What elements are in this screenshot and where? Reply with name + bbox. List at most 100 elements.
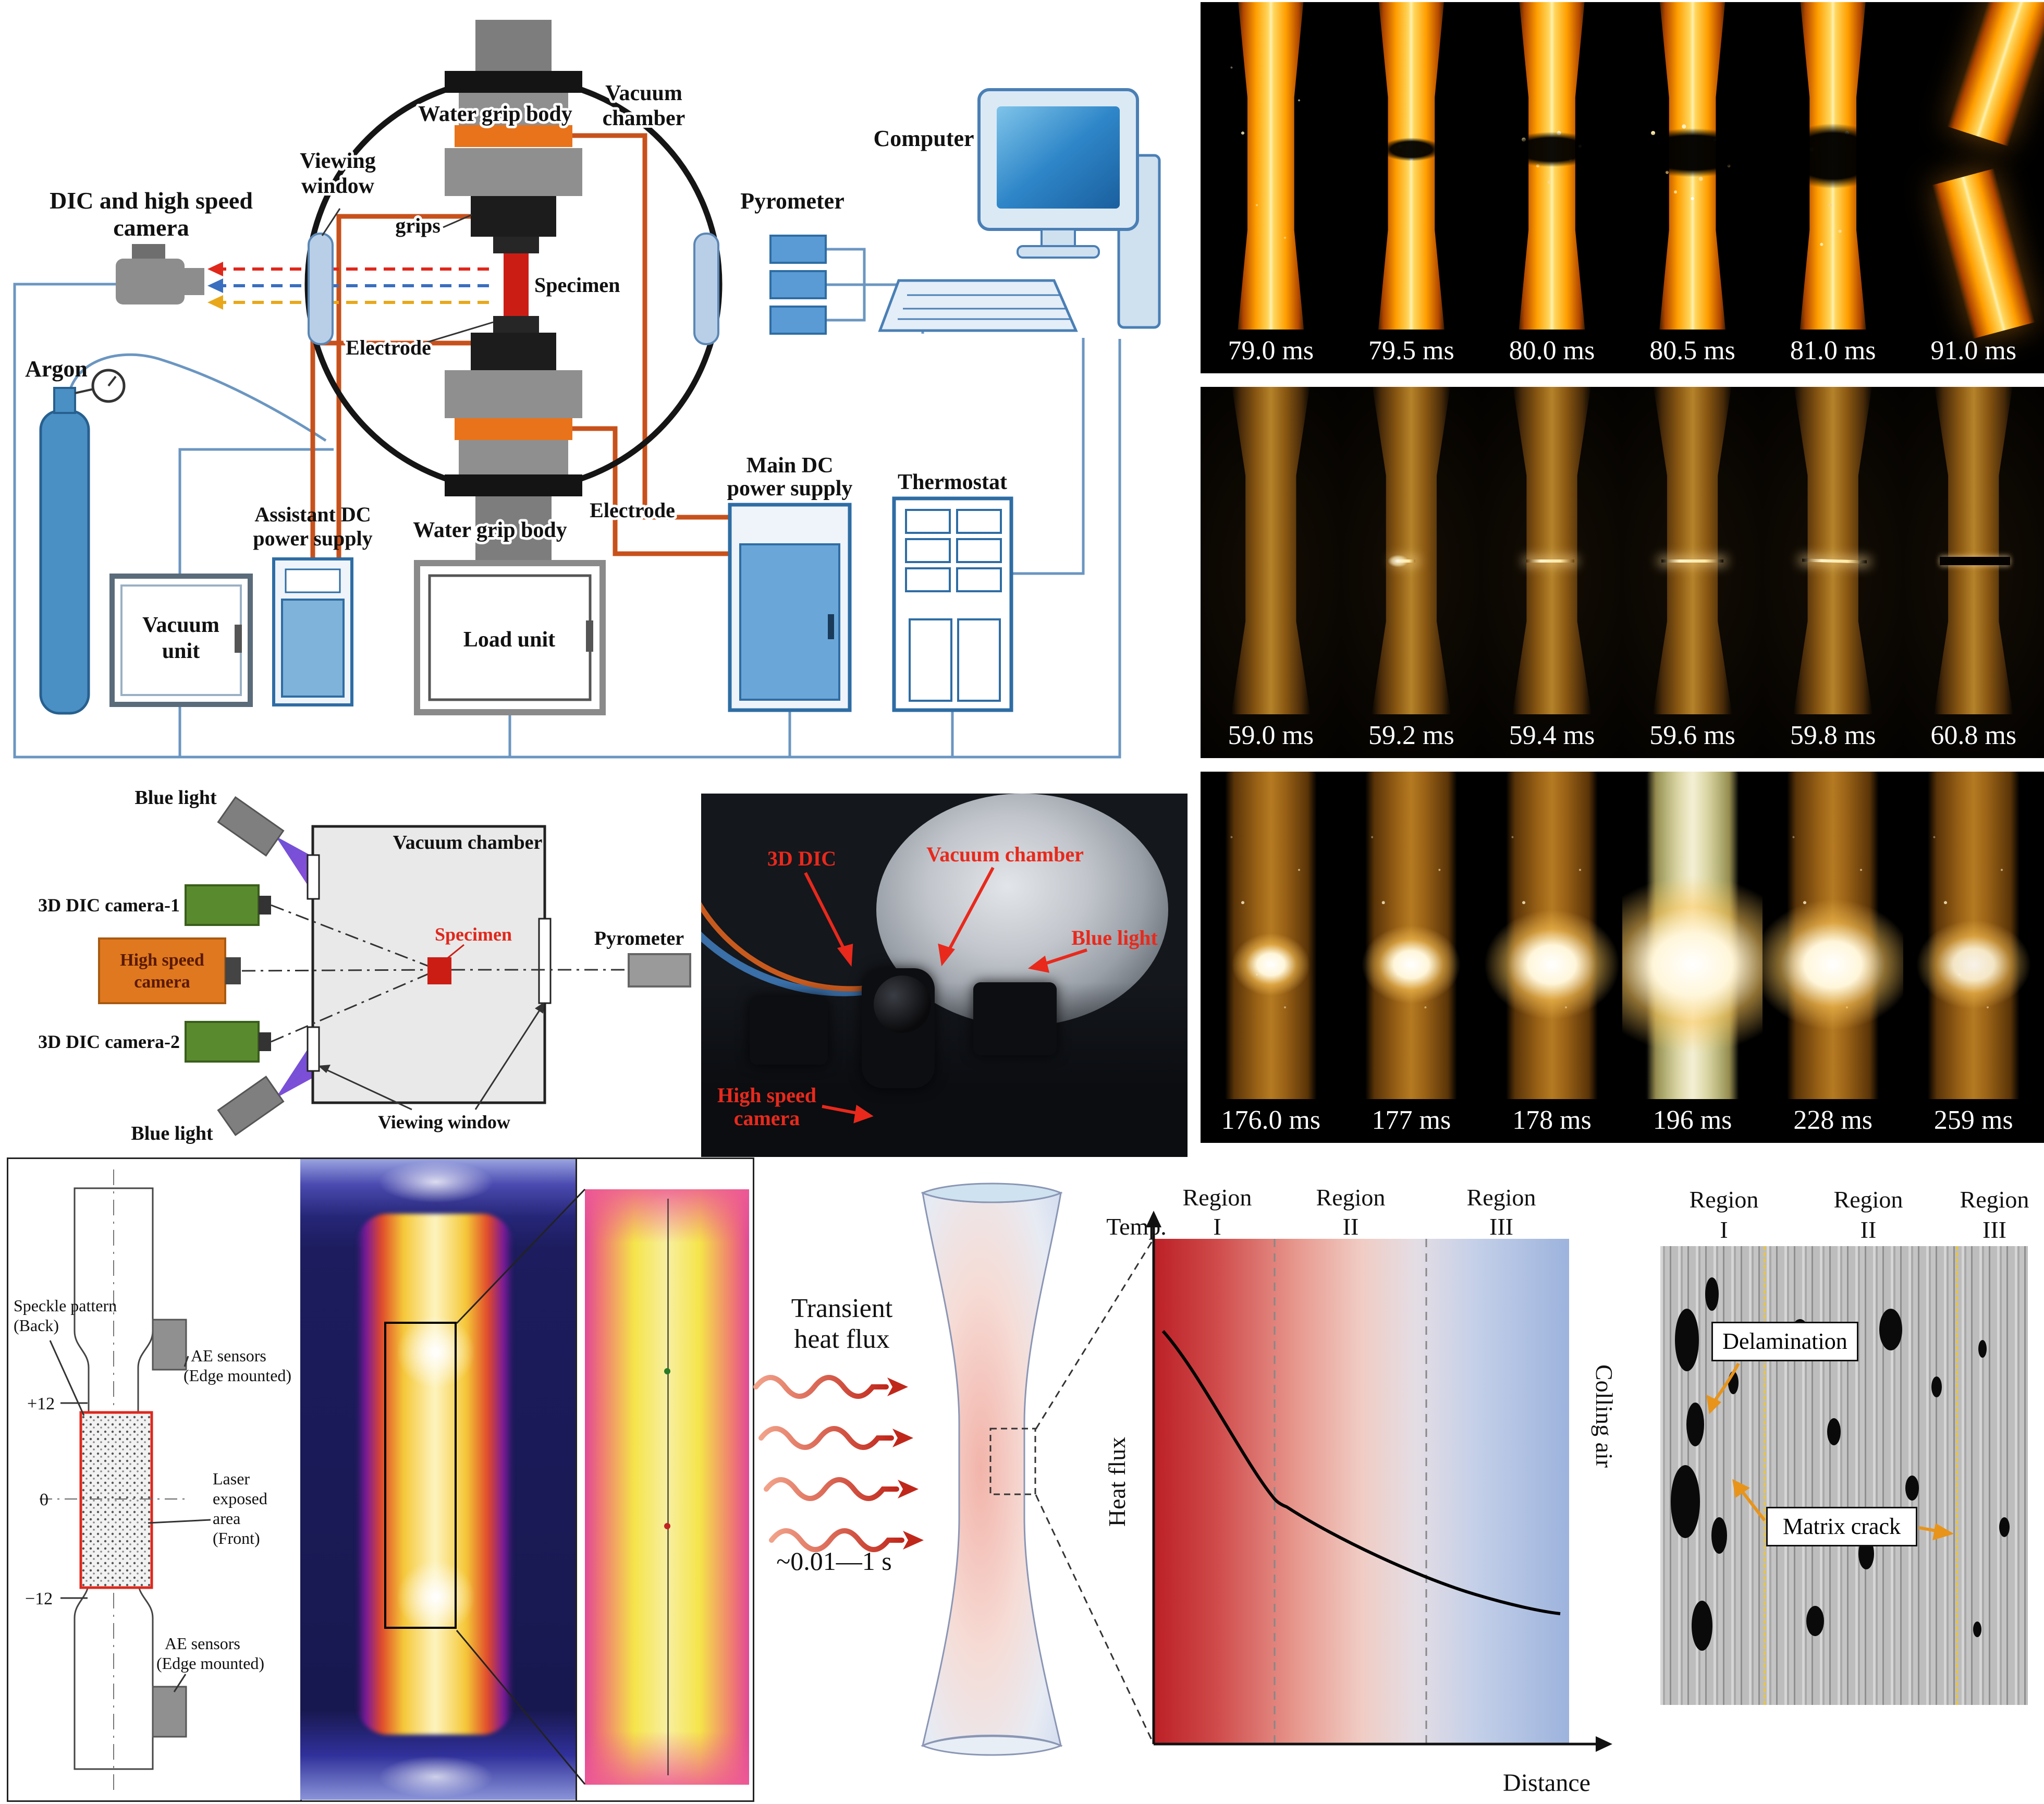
frame-timestamp: 177 ms (1372, 1105, 1451, 1135)
crack-line (1661, 559, 1723, 563)
ae-bottom-pointer (173, 1674, 187, 1692)
specimen-frame: 79.5 ms (1341, 2, 1482, 373)
specimen-3d (921, 1183, 1063, 1756)
specimen-rect (504, 253, 529, 316)
warm-specimen (1372, 387, 1451, 714)
experimental-setup-schematic: DIC and high speed camera Viewing window… (13, 20, 1161, 759)
hot-flash (1362, 925, 1461, 1004)
sequence-row-2: 59.0 ms 59.2 ms 59.4 ms 59.6 ms 59.8 ms … (1201, 387, 2044, 758)
grips-label: grips (395, 214, 440, 237)
specimen-top-face (921, 1183, 1063, 1203)
frame-timestamp: 59.0 ms (1228, 721, 1314, 750)
specimen-frame: 59.6 ms (1622, 387, 1763, 758)
matrix-crack-text: Matrix crack (1783, 1514, 1901, 1539)
warm-specimen (1231, 387, 1311, 714)
broken-piece-top (1947, 2, 2044, 147)
electrode-bottom-label: Electrode (590, 498, 675, 522)
pore (1705, 1277, 1719, 1311)
laser-label-4: (Front) (213, 1529, 260, 1547)
dic-camera-1-label: 3D DIC camera-1 (38, 895, 180, 916)
frame-timestamp: 81.0 ms (1790, 336, 1876, 365)
crack-line (1394, 559, 1416, 563)
pore (1905, 1476, 1919, 1501)
argon-label: Argon (25, 356, 88, 382)
argon-cylinder (39, 369, 126, 715)
specimen-bottom-face (921, 1735, 1063, 1756)
region-divider-1 (1764, 1246, 1766, 1705)
sampled-region (989, 1428, 1036, 1495)
matrix-crack-callout: Matrix crack (1766, 1507, 1917, 1546)
delamination-callout: Delamination (1711, 1322, 1858, 1361)
specimen-frame: 259 ms (1903, 772, 2044, 1143)
frame-timestamp: 228 ms (1793, 1105, 1873, 1135)
computer-illustration (878, 88, 1161, 332)
laser-label-2: exposed (213, 1489, 267, 1508)
specimen-2-rect (427, 957, 451, 984)
micro-region-2-num: II (1860, 1216, 1877, 1243)
hot-spot-lower (397, 1561, 475, 1634)
speckle-pointer (49, 1340, 85, 1416)
warm-specimen (1653, 387, 1732, 714)
pore (1879, 1309, 1902, 1350)
frame-timestamp: 80.0 ms (1509, 336, 1595, 365)
dic-camera-label-2: camera (113, 214, 189, 241)
dic-camera-silhouette-1 (750, 997, 828, 1065)
graph-region-3-word: Region (1467, 1184, 1536, 1211)
frame-timestamp: 79.5 ms (1368, 336, 1454, 365)
water-grip-top-label: Water grip body (418, 102, 572, 126)
dic-layout-schematic: Blue light Vacuum chamber Specimen 3D DI… (38, 787, 691, 1144)
micro-region-1-label: Region I (1667, 1185, 1781, 1245)
blue-light-top-label: Blue light (134, 787, 217, 809)
grips-pointer (443, 214, 472, 228)
ae-sensor-bottom (152, 1686, 187, 1738)
pore (1973, 1622, 1981, 1637)
viewing-window-label-2: window (301, 174, 375, 198)
pore (1728, 1371, 1739, 1394)
frame-timestamp: 59.8 ms (1790, 721, 1876, 750)
specimen-frame: 80.0 ms (1482, 2, 1622, 373)
fracture-sparks (1482, 2, 1622, 330)
frame-timestamp: 196 ms (1653, 1105, 1732, 1135)
thermostat-box (892, 496, 1013, 712)
viewing-window-left (308, 233, 334, 345)
laser-label-3: area (213, 1509, 240, 1528)
specimen-frame: 196 ms (1622, 772, 1763, 1143)
photo-dic-label: 3D DIC (767, 847, 836, 870)
pore (1978, 1340, 1987, 1358)
frame-timestamp: 59.4 ms (1509, 721, 1595, 750)
frame-timestamp: 59.6 ms (1649, 721, 1735, 750)
vacuum-chamber-label: Vacuum (605, 81, 682, 105)
crack-line (1526, 559, 1575, 563)
sequence-row-3: 176.0 ms 177 ms 178 ms 196 ms 228 ms 259… (1201, 772, 2044, 1143)
fracture-sparks (1763, 2, 1903, 330)
load-unit-label: Load unit (463, 628, 555, 652)
viewing-window-2-label: Viewing window (378, 1112, 510, 1132)
region-divider-2 (1956, 1246, 1958, 1705)
viewing-window-pointer (321, 208, 341, 236)
water-grip-bottom-label: Water grip body (413, 518, 567, 542)
heat-flux-arrows (753, 1375, 924, 1552)
pore (1806, 1606, 1824, 1636)
ae-top-label-2: (Edge mounted) (183, 1366, 291, 1385)
specimen-frame: 59.4 ms (1482, 387, 1622, 758)
y-axis-arrow (1146, 1211, 1161, 1227)
temp-axis-label: Temp. (1106, 1213, 1167, 1240)
ae-bottom-label-2: (Edge mounted) (156, 1654, 264, 1673)
hot-spot-upper (397, 1315, 475, 1388)
frame-timestamp: 178 ms (1512, 1105, 1592, 1135)
frame-timestamp: 176.0 ms (1221, 1105, 1321, 1135)
transient-line-2: heat flux (794, 1324, 890, 1354)
heat-flux-graph: Temp. Heat flux Region I Region II Regio… (1104, 1184, 1618, 1797)
scale-minus12: −12 (25, 1589, 53, 1608)
hot-flash (1763, 899, 1903, 1030)
specimen-frame: 59.2 ms (1341, 387, 1482, 758)
photo-annotations: 3D DIC Vacuum chamber Blue light High sp… (717, 843, 1158, 1130)
pore (1827, 1418, 1841, 1445)
window-slot-top (307, 854, 320, 900)
hot-flash (1916, 920, 2031, 1009)
dic-camera-icon (116, 244, 204, 304)
ae-top-pointer (183, 1356, 189, 1367)
specimen-frame: 228 ms (1763, 772, 1903, 1143)
high-speed-camera-label: High speed (120, 950, 204, 970)
heat-flux-curve (1161, 1330, 1561, 1615)
